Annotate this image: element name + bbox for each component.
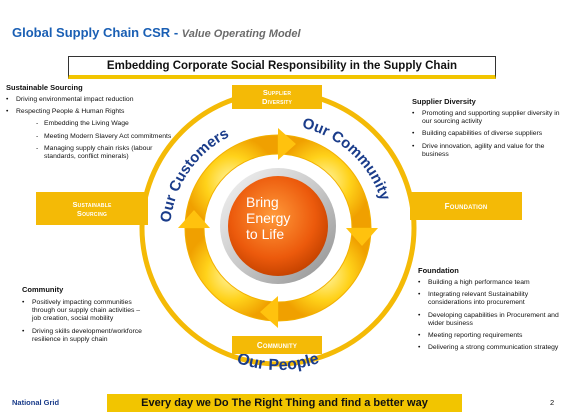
list-item: Delivering a strong communication strate… [418,344,570,352]
supplier-diversity-list: Promoting and supporting supplier divers… [412,110,562,159]
pillar-community: Community [232,336,322,354]
list-item: Developing capabilities in Procurement a… [418,312,570,328]
community-panel: Community Positively impacting communiti… [22,285,147,348]
list-item: Meeting Modern Slavery Act commitments [34,133,174,141]
list-item: Building a high performance team [418,279,570,287]
list-item: Driving skills development/workforce res… [22,328,147,344]
pillar-supplier-diversity: Supplier Diversity [232,85,322,109]
center-line-3: to Life [246,226,284,242]
arrow-head [178,210,210,228]
list-item: Driving environmental impact reduction [6,96,176,104]
supplier-diversity-heading: Supplier Diversity [412,97,476,106]
foundation-panel: Foundation Building a high performance t… [418,266,570,356]
center-line-2: Energy [246,210,290,226]
supplier-diversity-panel: Supplier Diversity Promoting and support… [412,97,562,163]
center-line-1: Bring [246,194,279,210]
list-item: Building capabilities of diverse supplie… [412,130,562,138]
arrow-head [278,128,296,160]
pillar-sustainable-sourcing-line-1: Sustainable [72,199,112,209]
pillar-foundation: Foundation [410,192,522,220]
list-item: Embedding the Living Wage [34,120,174,128]
title-subtitle: Value Operating Model [181,28,301,40]
list-item: Respecting People & Human Rights [6,108,176,116]
list-item: Meeting reporting requirements [418,332,570,340]
sustainable-sourcing-heading: Sustainable Sourcing [6,83,83,92]
page-number: 2 [550,398,555,407]
pillar-sustainable-sourcing: Sustainable Sourcing [36,192,148,225]
title-main: Global Supply Chain CSR [12,25,171,40]
list-item: Integrating relevant Sustainability cons… [418,291,570,307]
list-item: Positively impacting communities through… [22,299,147,324]
community-heading: Community [22,285,64,294]
pillar-sustainable-sourcing-line-2: Sourcing [76,208,108,218]
page-title: Global Supply Chain CSR - Value Operatin… [12,25,301,40]
footer-tagline: Every day we Do The Right Thing and find… [107,394,462,412]
pillar-supplier-diversity-line-2: Diversity [262,97,292,106]
list-item: Promoting and supporting supplier divers… [412,110,562,126]
ring-label-people: Our People [235,350,321,374]
foundation-list: Building a high performance team Integra… [418,279,570,353]
list-item: Managing supply chain risks (labour stan… [34,145,174,161]
foundation-heading: Foundation [418,266,459,275]
banner: Embedding Corporate Social Responsibilit… [68,56,496,79]
arrow-head [346,228,378,246]
footer-brand: National Grid [12,398,60,407]
center-disc [228,176,328,276]
sustainable-sourcing-sublist: Embedding the Living Wage Meeting Modern… [34,120,174,161]
arrow-head [260,296,278,328]
list-item: Drive innovation, agility and value for … [412,143,562,159]
cycle-arrows [178,128,378,328]
sustainable-sourcing-list: Driving environmental impact reduction R… [6,96,176,117]
sustainable-sourcing-panel: Sustainable Sourcing Driving environment… [6,83,176,165]
pillar-supplier-diversity-line-1: Supplier [262,88,292,97]
community-list: Positively impacting communities through… [22,299,147,344]
title-separator: - [173,25,179,40]
